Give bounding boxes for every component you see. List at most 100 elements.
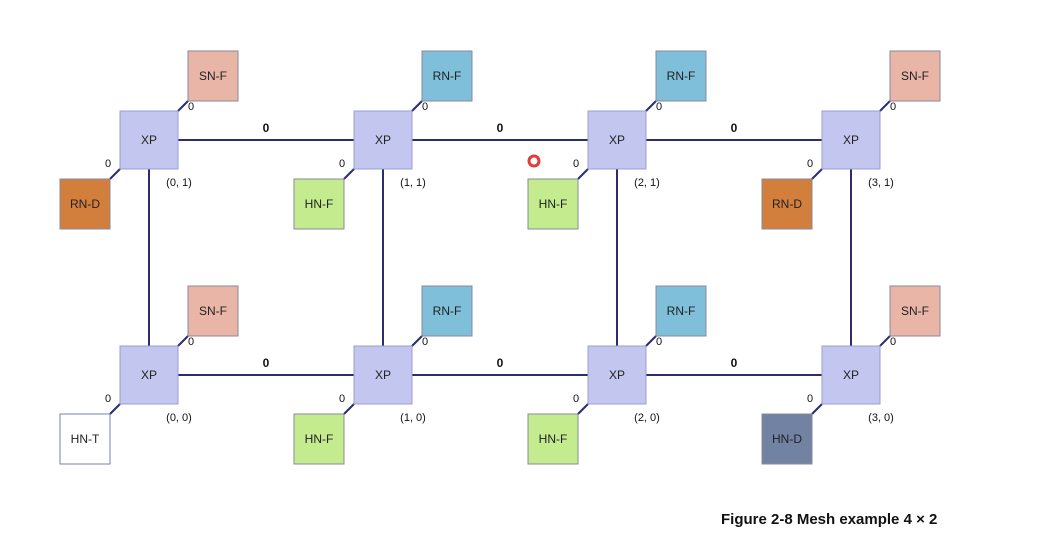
link-label: 0 [263, 121, 270, 135]
rn-d-node: RN-D [761, 178, 813, 230]
device-down-box [761, 178, 813, 230]
coordinate-label: (3, 1) [868, 177, 894, 189]
crosspoint-label: XP [375, 133, 391, 147]
device-connector-up [879, 100, 891, 112]
device-connector-up [879, 335, 891, 347]
rn-f-node: RN-F [655, 285, 707, 337]
device-up-box [889, 50, 941, 102]
device-down-label: HN-T [71, 432, 100, 446]
device-down-label: HN-F [305, 197, 334, 211]
port-label-down: 0 [807, 393, 813, 405]
device-down-label: RN-D [772, 197, 802, 211]
coordinate-label: (1, 0) [400, 412, 426, 424]
crosspoint-label: XP [141, 368, 157, 382]
coordinate-label: (2, 0) [634, 412, 660, 424]
crosspoint-box [587, 345, 647, 405]
device-down-label: HN-F [539, 432, 568, 446]
device-up-label: SN-F [199, 69, 227, 83]
device-up-box [655, 50, 707, 102]
device-up-label: RN-F [667, 304, 696, 318]
sn-f-node: SN-F [889, 285, 941, 337]
device-connector-up [177, 335, 189, 347]
rn-f-node: RN-F [421, 285, 473, 337]
crosspoint-2-0: XP(2, 0)00 [573, 336, 662, 424]
rn-d-node: RN-D [59, 178, 111, 230]
mesh-links: 0 0 0 0 0 0 [109, 100, 891, 415]
crosspoint-box [353, 345, 413, 405]
device-down-label: HN-F [305, 432, 334, 446]
port-label-up: 0 [890, 101, 896, 113]
crosspoint-2-1: XP(2, 1)00 [573, 101, 662, 189]
device-up-box [421, 50, 473, 102]
crosspoint-box [587, 110, 647, 170]
device-down-box [59, 413, 111, 465]
device-connector-down [343, 168, 355, 180]
port-label-up: 0 [188, 101, 194, 113]
device-down-box [293, 413, 345, 465]
crosspoint-box [119, 110, 179, 170]
port-label-down: 0 [573, 393, 579, 405]
hn-f-node: HN-F [527, 413, 579, 465]
crosspoint-label: XP [609, 133, 625, 147]
figure-caption: Figure 2-8 Mesh example 4 × 2 [721, 511, 938, 528]
crosspoint-0-1: XP (0, 1) 0 0 [105, 101, 194, 189]
crosspoint-3-0: XP(3, 0)00 [807, 336, 896, 424]
port-label-down: 0 [105, 158, 111, 170]
link-label: 0 [731, 121, 738, 135]
device-connector-up [411, 100, 423, 112]
hn-t-node: HN-T [59, 413, 111, 465]
link-label: 0 [497, 121, 504, 135]
device-down-label: RN-D [70, 197, 100, 211]
coordinate-label: (3, 0) [868, 412, 894, 424]
device-down-box [761, 413, 813, 465]
crosspoint-3-1: XP(3, 1)00 [807, 101, 896, 189]
device-down-box [59, 178, 111, 230]
rn-f-node: RN-F [655, 50, 707, 102]
sn-f-node: SN-F [889, 50, 941, 102]
device-connector-down [109, 403, 121, 415]
hn-f-node: HN-F [293, 413, 345, 465]
crosspoint-box [119, 345, 179, 405]
crosspoint-label: XP [375, 368, 391, 382]
port-label-down: 0 [573, 158, 579, 170]
device-down-label: HN-F [539, 197, 568, 211]
crosspoint-0-0: XP(0, 0)00 [105, 336, 194, 424]
device-up-label: SN-F [901, 304, 929, 318]
cursor-indicator [527, 154, 541, 168]
hn-f-node: HN-F [293, 178, 345, 230]
device-down-label: HN-D [772, 432, 802, 446]
port-label-down: 0 [339, 393, 345, 405]
crosspoint-label: XP [141, 133, 157, 147]
device-up-box [889, 285, 941, 337]
device-up-label: SN-F [901, 69, 929, 83]
device-up-label: RN-F [433, 69, 462, 83]
hn-f-node: HN-F [527, 178, 579, 230]
device-up-label: RN-F [433, 304, 462, 318]
device-connector-down [577, 168, 589, 180]
port-label-up: 0 [422, 336, 428, 348]
device-connector-down [109, 168, 121, 180]
port-label-down: 0 [105, 393, 111, 405]
link-label: 0 [497, 356, 504, 370]
hn-d-node: HN-D [761, 413, 813, 465]
device-connector-down [577, 403, 589, 415]
port-label-up: 0 [188, 336, 194, 348]
device-connector-down [811, 168, 823, 180]
port-label-down: 0 [339, 158, 345, 170]
sn-f-node: SN-F [187, 285, 239, 337]
link-label: 0 [263, 356, 270, 370]
device-connector-up [177, 100, 189, 112]
coordinate-label: (0, 1) [166, 177, 192, 189]
crosspoint-label: XP [843, 368, 859, 382]
sn-f-node: SN-F [187, 50, 239, 102]
device-up-box [187, 285, 239, 337]
port-label-up: 0 [656, 101, 662, 113]
crosspoint-label: XP [843, 133, 859, 147]
crosspoint-1-0: XP (1, 0) 0 0 [339, 336, 428, 424]
rn-f-node: RN-F [421, 50, 473, 102]
device-down-box [293, 178, 345, 230]
device-connector-down [811, 403, 823, 415]
device-up-box [421, 285, 473, 337]
